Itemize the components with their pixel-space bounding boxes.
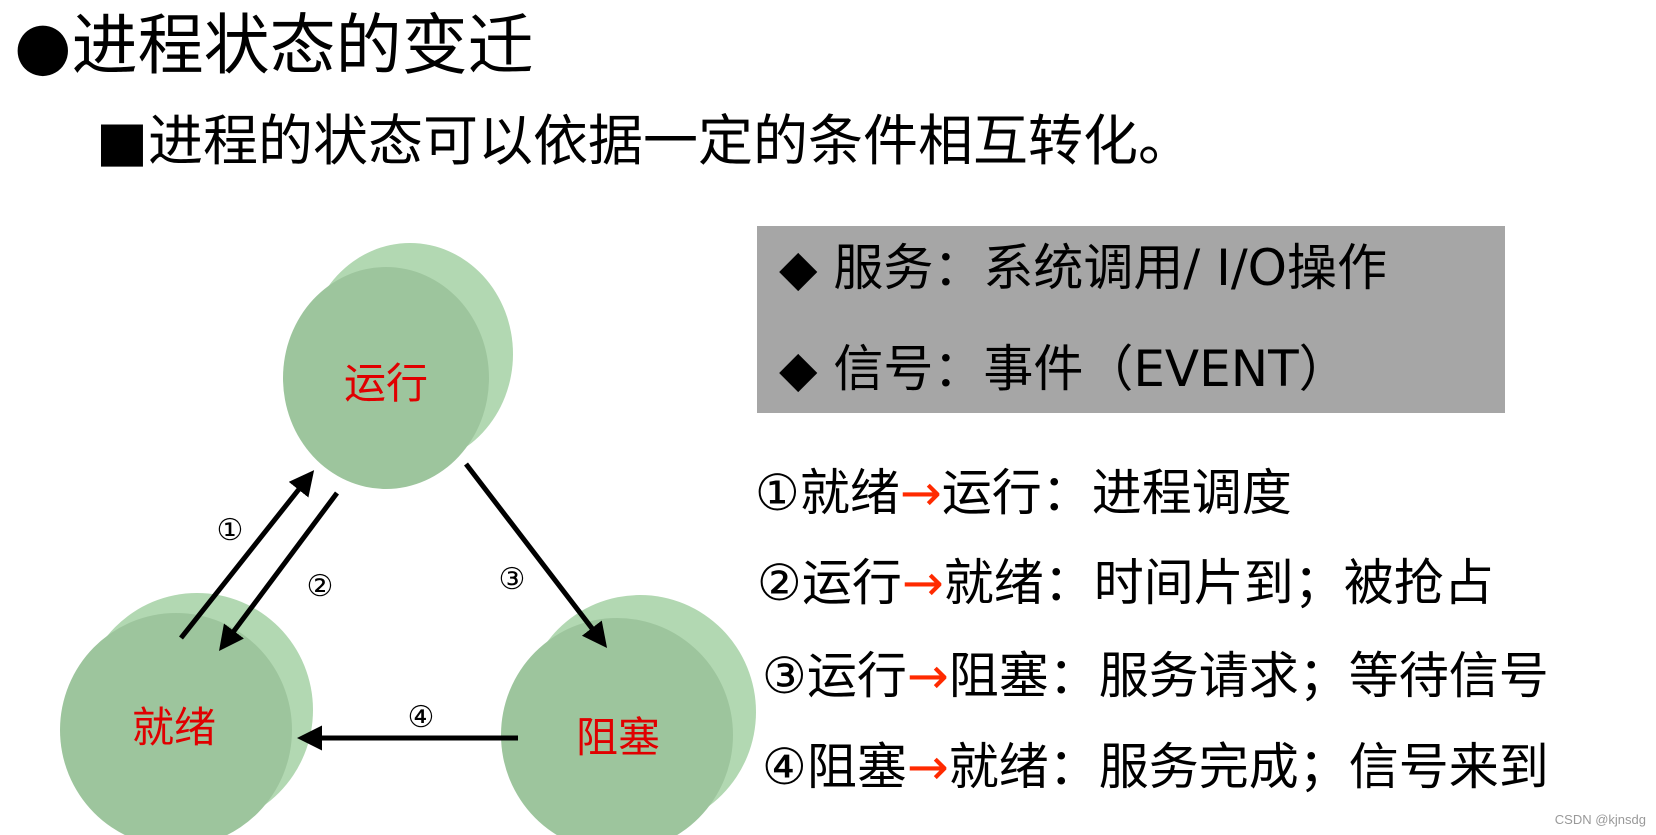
transition-from: 运行 xyxy=(801,554,902,612)
transition-number: ④ xyxy=(762,738,807,796)
transition-desc: ：进程调度 xyxy=(1041,464,1292,522)
node-running-label: 运行 xyxy=(344,359,428,408)
page-title: ●进程状态的变迁 xyxy=(14,7,534,84)
edge-1-number: ① xyxy=(217,513,244,548)
transition-line-4: ④阻塞→就绪：服务完成；信号来到 xyxy=(762,736,1549,798)
edge-2-number: ② xyxy=(307,569,334,604)
edge-3-arrow xyxy=(464,462,608,648)
transition-number: ③ xyxy=(762,647,807,705)
red-arrow-icon: → xyxy=(901,554,944,612)
node-running: 运行 xyxy=(283,243,513,489)
page-subtitle: ■进程的状态可以依据一定的条件相互转化。 xyxy=(96,109,1193,173)
legend-signal: ◆ 信号：事件（EVENT） xyxy=(779,340,1349,398)
node-ready: 就绪 xyxy=(60,593,313,835)
transition-from: 运行 xyxy=(806,647,907,705)
transition-to: 运行 xyxy=(941,464,1042,522)
transition-desc: ：服务请求；等待信号 xyxy=(1048,647,1549,705)
node-blocked: 阻塞 xyxy=(501,595,756,835)
state-diagram: 运行 就绪 阻塞 ① ② ③ ④ xyxy=(60,243,756,835)
transition-from: 就绪 xyxy=(799,464,900,522)
edge-4-number: ④ xyxy=(408,700,435,735)
transition-desc: ：时间片到；被抢占 xyxy=(1043,554,1494,612)
red-arrow-icon: → xyxy=(906,647,949,705)
transition-line-2: ②运行→就绪：时间片到；被抢占 xyxy=(757,552,1494,614)
transition-to: 就绪 xyxy=(948,738,1049,796)
transition-to: 就绪 xyxy=(943,554,1044,612)
transition-from: 阻塞 xyxy=(806,738,907,796)
edge-3-number: ③ xyxy=(499,562,526,597)
transition-line-3: ③运行→阻塞：服务请求；等待信号 xyxy=(762,645,1549,707)
transition-desc: ：服务完成；信号来到 xyxy=(1048,738,1549,796)
edge-2-arrow xyxy=(219,491,340,652)
node-ready-label: 就绪 xyxy=(132,703,216,752)
red-arrow-icon: → xyxy=(906,738,949,796)
transition-number: ② xyxy=(757,554,802,612)
edge-1-arrow xyxy=(179,470,315,640)
transition-to: 阻塞 xyxy=(948,647,1049,705)
legend-box: ◆ 服务：系统调用/ I/O操作 ◆ 信号：事件（EVENT） xyxy=(757,226,1505,413)
node-blocked-label: 阻塞 xyxy=(576,713,660,762)
transition-line-1: ①就绪→运行：进程调度 xyxy=(755,462,1292,524)
transition-number: ① xyxy=(755,464,800,522)
legend-service: ◆ 服务：系统调用/ I/O操作 xyxy=(779,239,1388,297)
red-arrow-icon: → xyxy=(899,464,942,522)
watermark: CSDN @kjnsdg xyxy=(1554,812,1646,827)
